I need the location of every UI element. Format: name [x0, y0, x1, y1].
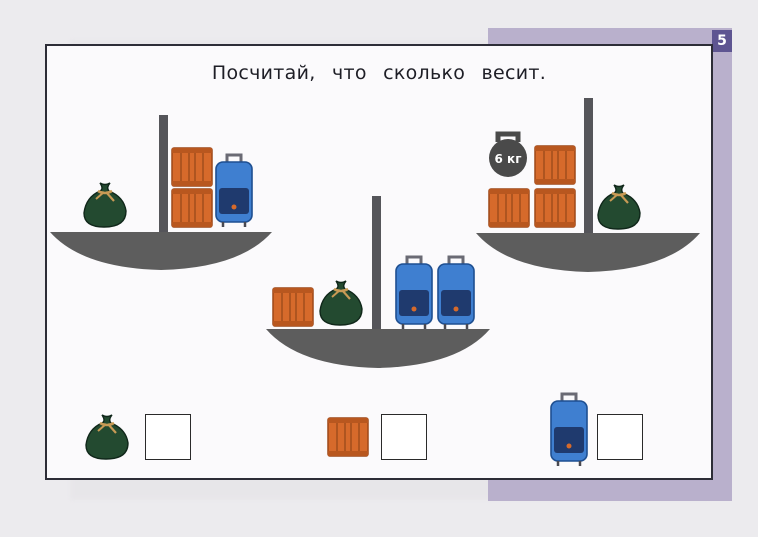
scale-left-pan	[50, 232, 272, 270]
scale-center-pan	[266, 329, 490, 368]
crate-icon	[171, 147, 213, 187]
sack-icon	[596, 183, 642, 231]
scale-center	[266, 196, 490, 368]
answer-box-crate[interactable]	[381, 414, 427, 460]
answer-box-sack[interactable]	[145, 414, 191, 460]
sack-icon	[318, 279, 364, 327]
page-number: 5	[712, 30, 732, 52]
answer-suitcase-icon	[549, 392, 589, 468]
scale-left-pole	[159, 115, 168, 233]
crate-icon	[171, 188, 213, 228]
weight-icon: 6 кг	[489, 131, 527, 177]
scale-center-pole	[372, 196, 381, 330]
answer-box-suitcase[interactable]	[597, 414, 643, 460]
task-title: Посчитай, что сколько весит.	[211, 62, 547, 84]
suitcase-icon	[394, 255, 434, 331]
answer-crate-icon	[327, 417, 369, 457]
crate-icon	[534, 188, 576, 228]
suitcase-icon	[214, 153, 254, 229]
answer-sack-icon	[84, 413, 130, 461]
crate-icon	[488, 188, 530, 228]
crate-icon	[272, 287, 314, 327]
weight-label: 6 кг	[495, 152, 522, 166]
crate-icon	[534, 145, 576, 185]
sack-icon	[82, 181, 128, 229]
scale-right-pole	[584, 98, 593, 234]
scale-left	[50, 115, 272, 270]
scale-right-pan	[476, 233, 700, 272]
suitcase-icon	[436, 255, 476, 331]
scale-right: 6 кг	[476, 98, 700, 272]
